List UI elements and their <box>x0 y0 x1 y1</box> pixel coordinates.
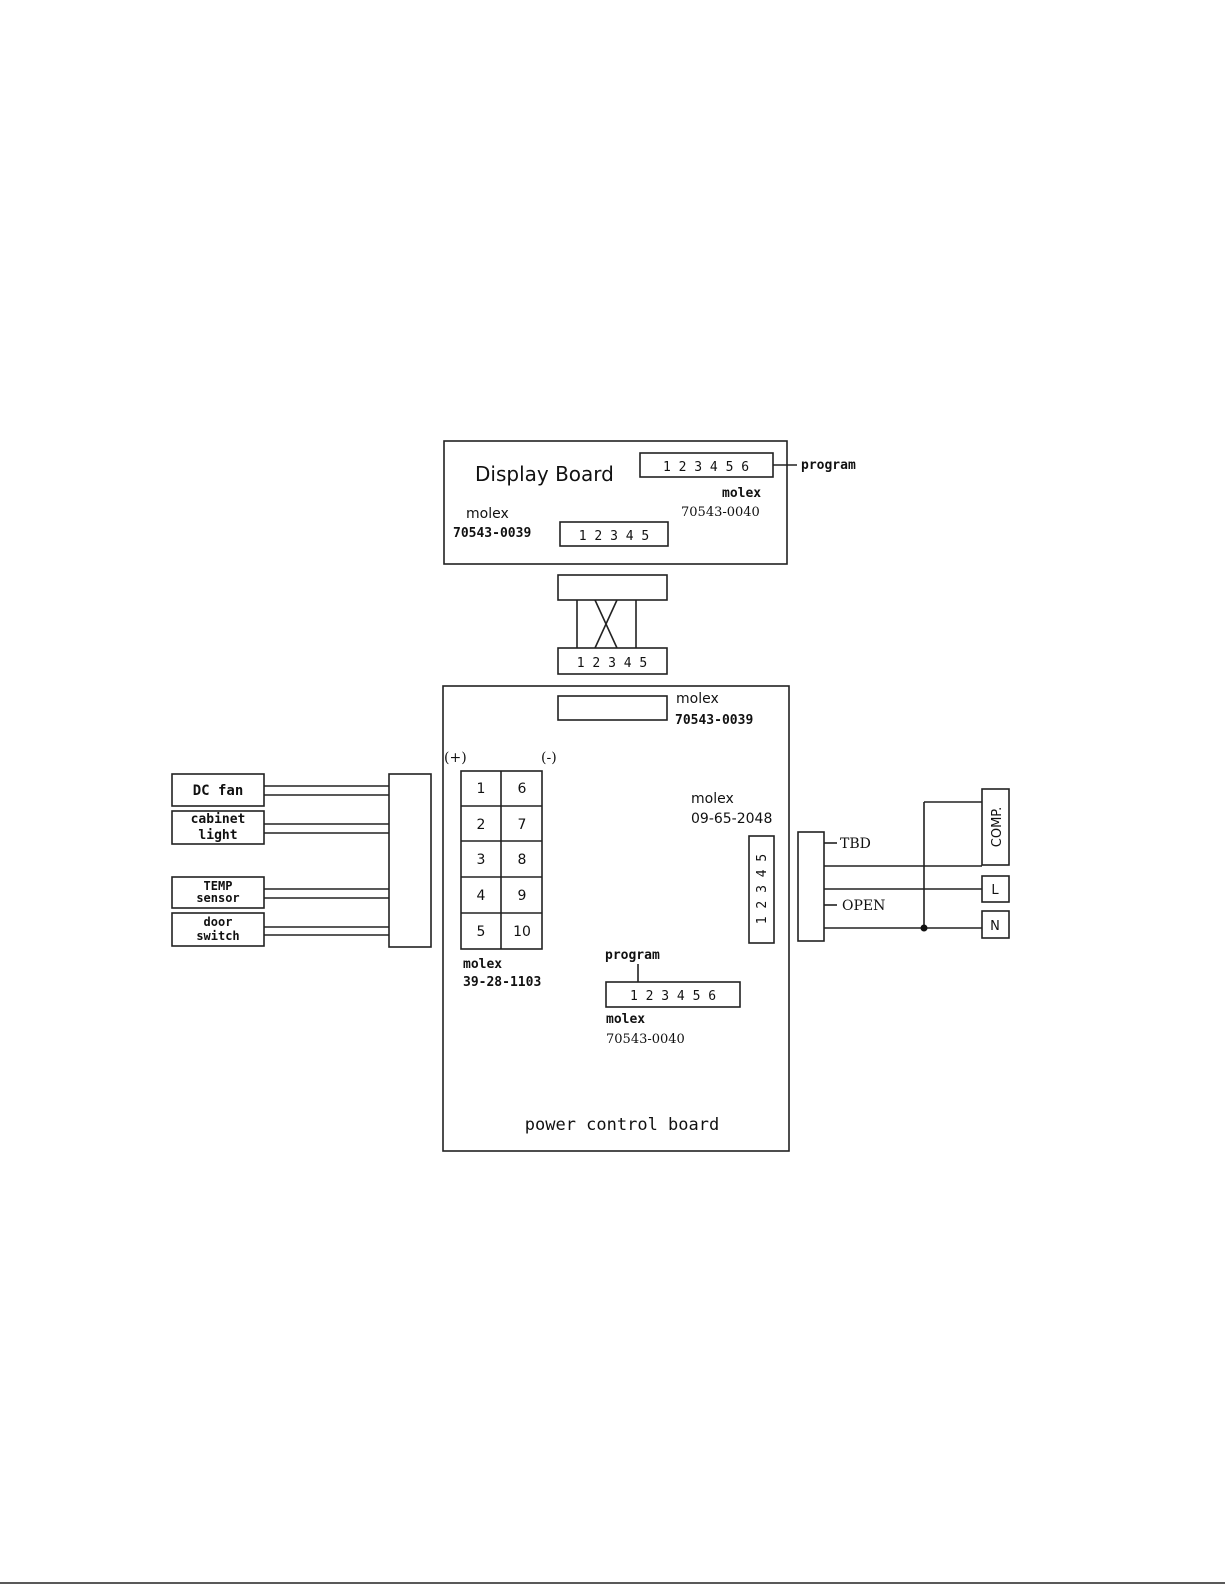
display-board-title: Display Board <box>475 462 614 486</box>
door-switch-label-line1: door <box>204 915 233 929</box>
neutral-label: N <box>990 919 1000 934</box>
connector-pin-numbers: 1 2 3 4 5 <box>579 529 649 544</box>
pin-number: 5 <box>477 924 486 940</box>
molex-brand-label: molex <box>722 486 761 501</box>
tbd-label: TBD <box>840 836 871 852</box>
molex-part-label: 70543-0039 <box>675 713 753 728</box>
temp-sensor-label-line2: sensor <box>196 891 239 905</box>
connector-70543-0039-housing <box>558 696 667 720</box>
pin-number: 1 <box>477 781 486 797</box>
pin-number: 10 <box>513 924 531 940</box>
cable-pin-numbers: 1 2 3 4 5 <box>577 656 647 671</box>
molex-part-label: 70543-0039 <box>453 526 531 541</box>
crossover-cable: 1 2 3 4 5 <box>558 575 667 674</box>
open-label: OPEN <box>842 898 885 914</box>
minus-polarity-label: (-) <box>541 750 557 766</box>
molex-brand-label: molex <box>463 957 502 972</box>
right-side-power: TBD OPEN COMP. L N <box>798 789 1009 941</box>
molex-brand-label: molex <box>606 1012 645 1027</box>
connector-pin-numbers: 1 2 3 4 5 6 <box>663 460 749 475</box>
molex-brand-label: molex <box>691 791 734 807</box>
pin-number: 8 <box>518 852 527 868</box>
display-board: Display Board 1 2 3 4 5 6 program molex … <box>444 441 856 564</box>
connector-pin-numbers: 1 2 3 4 5 6 <box>630 989 716 1004</box>
molex-part-label: 70543-0040 <box>606 1032 685 1047</box>
plus-polarity-label: (+) <box>444 750 467 766</box>
molex-part-label: 70543-0040 <box>681 505 760 520</box>
power-board-title: power control board <box>525 1115 719 1135</box>
pin-number: 7 <box>518 817 527 833</box>
door-switch-label-line2: switch <box>196 929 239 943</box>
junction-dot <box>921 925 928 932</box>
pin-number: 6 <box>518 781 527 797</box>
harness-connector <box>389 774 431 947</box>
connector-pin-numbers: 1 2 3 4 5 <box>755 854 770 924</box>
molex-brand-label: molex <box>466 506 509 522</box>
line-label: L <box>991 883 999 898</box>
molex-part-label: 09-65-2048 <box>691 811 772 827</box>
cabinet-light-label-line1: cabinet <box>191 812 246 827</box>
power-terminal-block <box>798 832 824 941</box>
dc-fan-label: DC fan <box>193 783 244 799</box>
cable-top-plug <box>558 575 667 600</box>
compressor-label: COMP. <box>990 807 1005 847</box>
pin-number: 3 <box>477 852 486 868</box>
program-label: program <box>605 948 660 963</box>
program-label: program <box>801 458 856 473</box>
left-devices: DC fan cabinet light TEMP sensor door sw… <box>172 774 431 947</box>
molex-part-label: 39-28-1103 <box>463 975 541 990</box>
molex-brand-label: molex <box>676 691 719 707</box>
cabinet-light-label-line2: light <box>198 828 237 843</box>
pin-number: 9 <box>518 888 527 904</box>
pin-number: 2 <box>477 817 486 833</box>
power-control-board: molex 70543-0039 (+) (-) 1 2 3 4 5 6 7 8… <box>443 686 789 1151</box>
pin-number: 4 <box>477 888 486 904</box>
